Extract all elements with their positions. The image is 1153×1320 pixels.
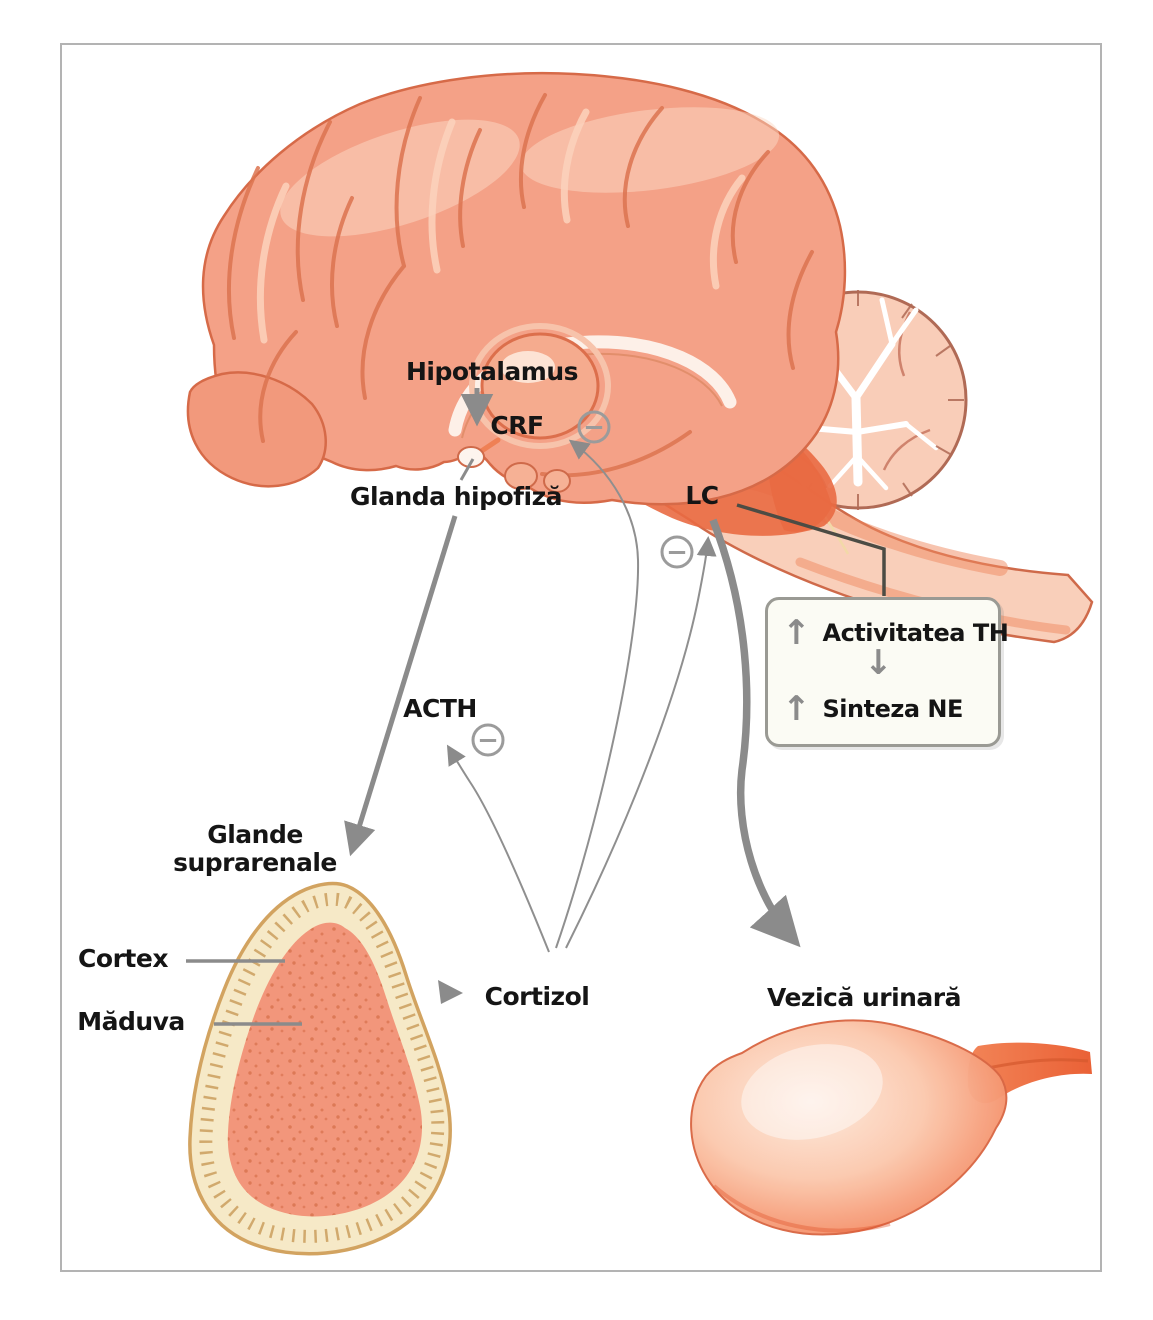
callout-row-ne-synthesis: ↑ Sinteza NE	[782, 692, 963, 726]
minus-feedback-acth-icon: −	[471, 723, 505, 757]
thalamus	[469, 323, 611, 449]
bladder-illustration	[690, 1019, 1092, 1236]
th-activity-text: Activitatea TH	[822, 619, 1009, 647]
cortisol-label: Cortizol	[484, 982, 590, 1011]
lc-effect-callout-box: ↑ Activitatea TH ↓ ↑ Sinteza NE	[765, 597, 1009, 747]
urinary-bladder-label: Vezică urinară	[766, 983, 962, 1012]
adrenal-to-cortisol-arrowhead	[438, 980, 463, 1004]
crf-label: CRF	[490, 411, 544, 440]
acth-label: ACTH	[403, 694, 477, 723]
pituitary-to-adrenal-arrow	[344, 515, 458, 857]
minus-feedback-lc-icon: −	[660, 535, 694, 569]
cortex-label: Cortex	[78, 944, 168, 973]
cortisol-feedback-to-lc	[565, 536, 717, 949]
callout-row-th-activity: ↑ Activitatea TH	[782, 613, 1009, 653]
cortisol-feedback-to-crf	[555, 439, 640, 949]
medulla-label: Măduva	[77, 1007, 185, 1036]
pituitary-leader-line	[459, 458, 475, 481]
cerebrum	[186, 71, 847, 506]
diagram-arrows	[186, 388, 886, 1026]
cortisol-feedback-to-acth	[446, 744, 550, 953]
lc-to-bladder-arrow	[709, 518, 801, 948]
hypothalamus-label: Hipotalamus	[405, 357, 579, 386]
down-arrow-icon: ↓	[864, 643, 893, 683]
lc-callout-leader-line	[736, 503, 886, 596]
gyri-lines	[226, 93, 814, 478]
locus-coeruleus-label: LC	[685, 481, 719, 510]
gyri-highlights	[256, 108, 746, 344]
pituitary-gland	[457, 437, 571, 493]
up-arrow-icon: ↑	[782, 613, 811, 653]
brain-illustration	[186, 71, 1094, 644]
adrenal-gland-illustration	[188, 881, 452, 1256]
ne-synthesis-text: Sinteza NE	[822, 695, 964, 723]
pituitary-label: Glanda hipofiză	[349, 482, 563, 511]
adrenal-glands-label: Glande suprarenale	[173, 820, 337, 877]
minus-feedback-crf-icon: −	[577, 410, 611, 444]
up-arrow-icon: ↑	[782, 689, 811, 729]
bladder-body	[690, 1019, 1008, 1236]
adrenal-cortex-hatching	[199, 892, 445, 1243]
